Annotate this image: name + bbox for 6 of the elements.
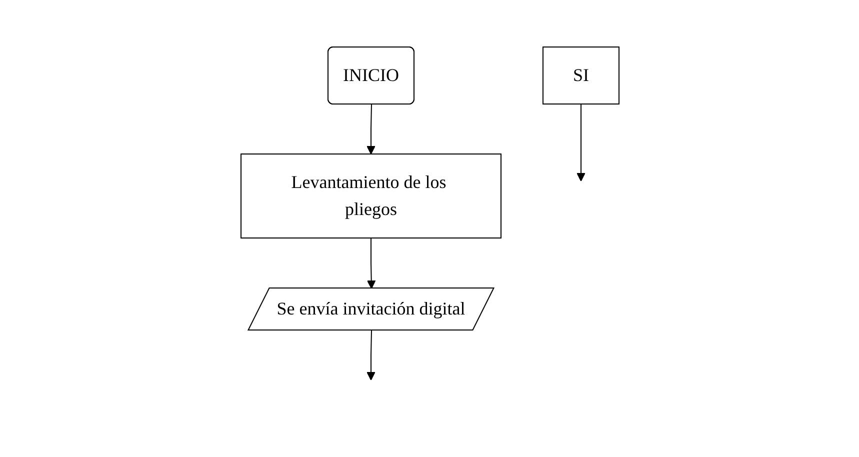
node-box: SI — [542, 46, 619, 104]
arrow — [366, 238, 376, 289]
arrow — [366, 104, 375, 154]
node-box: Levantamiento de los pliegos — [240, 154, 501, 238]
arrow — [576, 104, 585, 182]
arrow — [366, 330, 375, 380]
